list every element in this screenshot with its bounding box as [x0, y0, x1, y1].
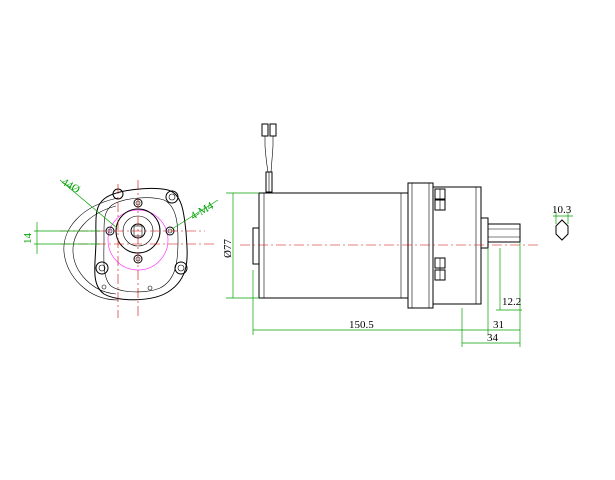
wire-leads	[261, 123, 277, 193]
dim-body-diameter-label: Ø77	[222, 239, 234, 258]
gearbox	[407, 182, 482, 309]
dim-gearbox-length-label: 31	[493, 319, 504, 331]
corner-lugs	[95, 188, 188, 291]
dim-mount-holes-label: 4-M4	[189, 200, 217, 223]
front-gear-housing	[63, 197, 119, 301]
output-shaft	[480, 217, 521, 249]
front-flange-inner	[103, 197, 179, 293]
dim-gearbox-length: 31	[462, 248, 520, 335]
dim-body-diameter: Ø77	[222, 192, 259, 299]
front-view: 14 44Ø 4-M4	[22, 176, 219, 318]
dim-mount-holes: 4-M4	[171, 199, 219, 230]
dim-shaft-length: 34	[461, 242, 521, 347]
dim-shaft-flat: 12.2	[496, 248, 522, 311]
dim-hex-label: 10.3	[552, 204, 572, 216]
dim-bolt-circle-label: 44Ø	[60, 176, 82, 196]
rear-bump	[252, 227, 260, 265]
front-housing-outline	[94, 187, 188, 301]
dim-shaft-flat-label: 12.2	[502, 296, 521, 308]
side-view: Ø77 150.5 31 34 12.2	[222, 123, 540, 347]
motor-body	[258, 192, 409, 299]
dim-shaft-length-label: 34	[487, 332, 499, 344]
dim-body-length: 150.5	[252, 270, 463, 335]
dim-body-length-label: 150.5	[349, 319, 374, 331]
hex-shaft-profile	[555, 219, 569, 241]
front-gear-housing-inner	[72, 205, 117, 295]
dim-offset: 14	[22, 222, 100, 254]
dim-offset-label: 14	[22, 233, 34, 245]
hex-section: 10.3	[552, 204, 573, 241]
